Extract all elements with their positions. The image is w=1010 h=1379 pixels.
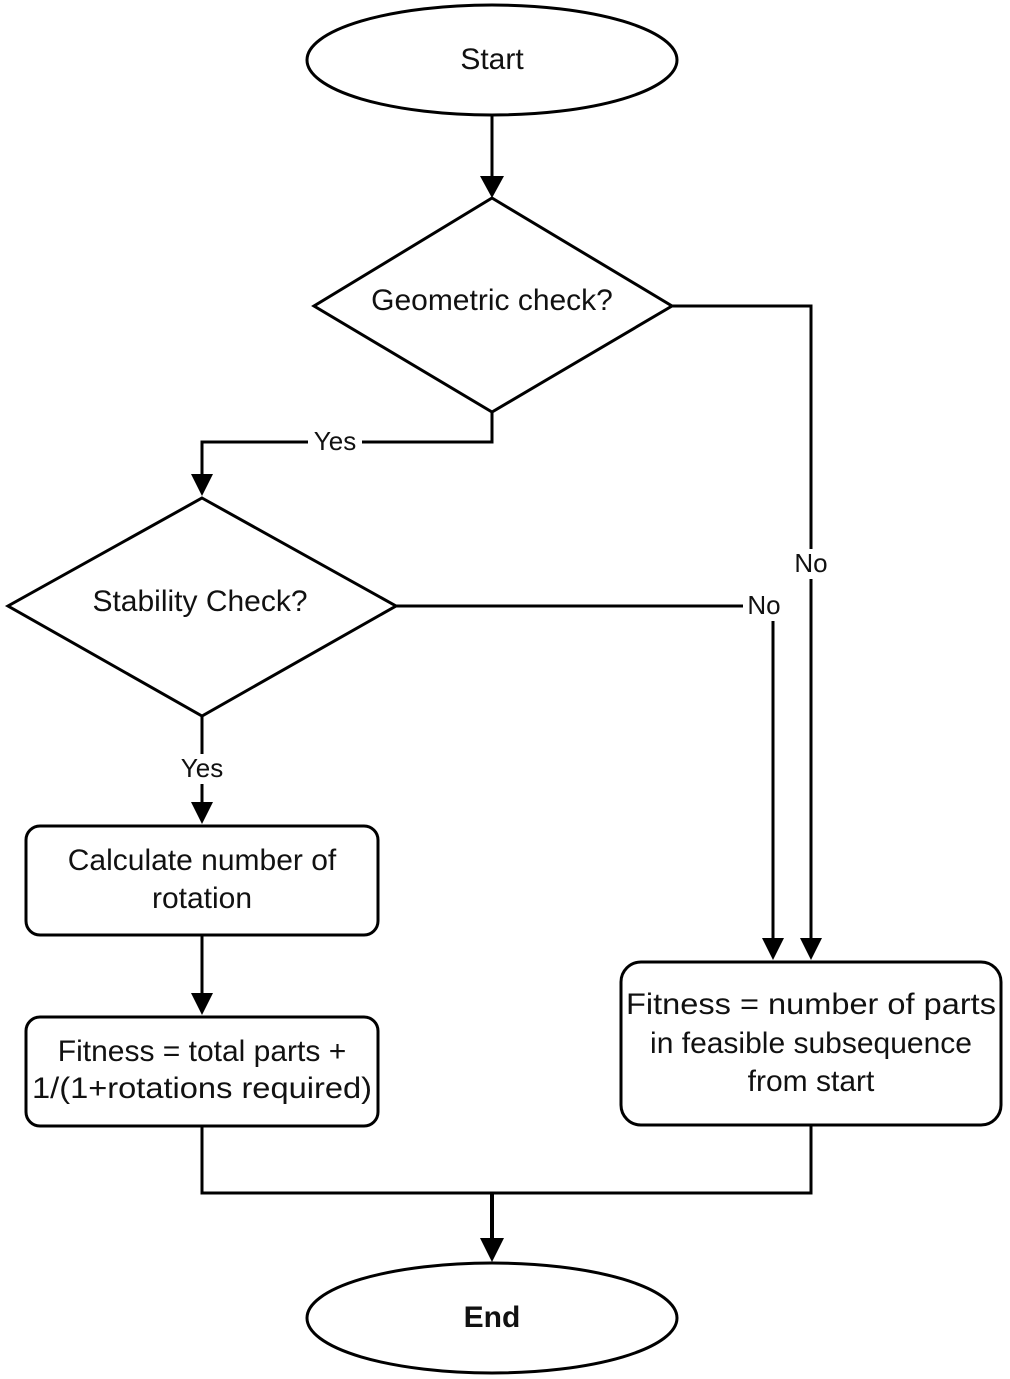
arrowhead-calc-to-fitness-total xyxy=(191,993,213,1015)
edge-label-geometric-yes: Yes xyxy=(314,426,356,456)
edge-merge xyxy=(200,1125,813,1195)
edge-label-bg-geometric-yes xyxy=(308,427,362,457)
edge-label-bg-stability-yes xyxy=(175,754,229,784)
arrowhead-stability-no xyxy=(762,938,784,960)
fitness-feasible-line-1: Fitness = number of parts xyxy=(626,988,996,1021)
arrowhead-geometric-yes xyxy=(191,474,213,496)
start-node xyxy=(305,3,679,117)
end-node xyxy=(305,1261,679,1375)
arrowhead-merge-to-end xyxy=(480,1238,504,1262)
fitness-total-line-2: 1/(1+rotations required) xyxy=(32,1072,372,1105)
edge-label-bg-geometric-no xyxy=(790,549,832,579)
calc-rotation-line-1: Calculate number of xyxy=(68,844,337,877)
fitness-total-node xyxy=(24,1015,380,1128)
fitness-feasible-line-2: in feasible subsequence xyxy=(650,1027,972,1060)
geometric-check-node xyxy=(311,196,675,414)
calc-rotation-line-2: rotation xyxy=(152,882,252,915)
start-label: Start xyxy=(460,43,524,76)
stability-check-label: Stability Check? xyxy=(92,585,307,618)
geometric-check-label: Geometric check? xyxy=(371,284,613,317)
fitness-feasible-node xyxy=(619,960,1003,1127)
stability-check-node xyxy=(4,496,400,718)
edge-geometric-no xyxy=(672,304,813,942)
fitness-total-line-1: Fitness = total parts + xyxy=(58,1035,346,1068)
arrowhead-geometric-no xyxy=(800,938,822,960)
fitness-feasible-line-3: from start xyxy=(748,1065,875,1098)
end-label: End xyxy=(464,1301,521,1334)
edge-label-stability-no: No xyxy=(747,590,780,620)
edge-label-geometric-no: No xyxy=(794,548,827,578)
edge-label-stability-yes: Yes xyxy=(181,753,223,783)
arrowhead-start-to-geometric xyxy=(480,176,504,198)
calc-rotation-node xyxy=(24,824,380,937)
edge-stability-no xyxy=(396,604,775,942)
edge-label-bg-stability-no xyxy=(743,591,785,621)
arrowhead-stability-yes xyxy=(191,802,213,824)
